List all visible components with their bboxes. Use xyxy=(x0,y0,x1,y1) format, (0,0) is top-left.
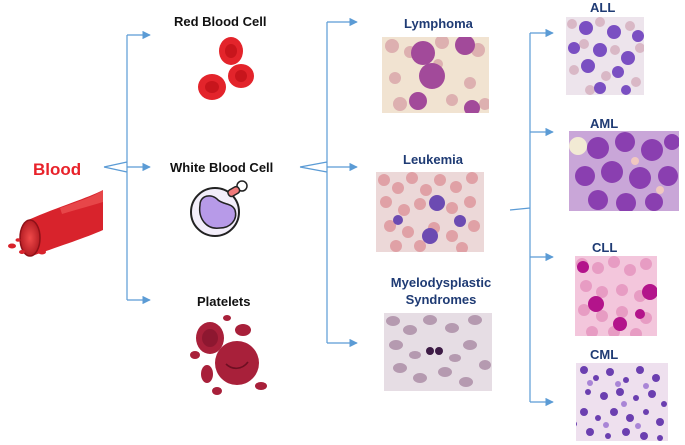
connector-lines xyxy=(103,17,554,407)
red-blood-cell-icon xyxy=(198,37,254,100)
lymphoma-micrograph xyxy=(382,37,489,113)
root-label-blood: Blood xyxy=(33,160,82,179)
disorder-label-leukemia: Leukemia xyxy=(403,152,463,167)
component-label-red-blood-cell: Red Blood Cell xyxy=(174,14,267,29)
leukemia-label-aml: AML xyxy=(590,116,619,131)
connector-leukemia-to-types xyxy=(509,33,531,402)
leukemia-micrograph xyxy=(376,172,484,252)
leukemia-label-cll: CLL xyxy=(592,240,618,255)
platelets-icon xyxy=(190,315,267,395)
disorder-label-myelodysplastic-syndromes: Myelodysplastic Syndromes xyxy=(390,275,492,307)
aml-micrograph xyxy=(569,131,679,211)
white-blood-cell-icon xyxy=(190,180,248,237)
disorder-label-lymphoma: Lymphoma xyxy=(404,16,473,31)
connector-blood-to-components xyxy=(103,35,128,300)
myelodysplastic-micrograph xyxy=(384,313,492,391)
cll-micrograph xyxy=(575,256,657,336)
cml-micrograph xyxy=(576,363,668,441)
all-micrograph xyxy=(566,17,644,95)
connector-wbc-to-disorders xyxy=(299,22,328,343)
component-label-platelets: Platelets xyxy=(197,294,251,309)
blood-vessel-icon xyxy=(8,190,103,257)
leukemia-label-all: ALL xyxy=(590,0,616,15)
component-label-white-blood-cell: White Blood Cell xyxy=(170,160,274,175)
leukemia-label-cml: CML xyxy=(590,347,619,362)
